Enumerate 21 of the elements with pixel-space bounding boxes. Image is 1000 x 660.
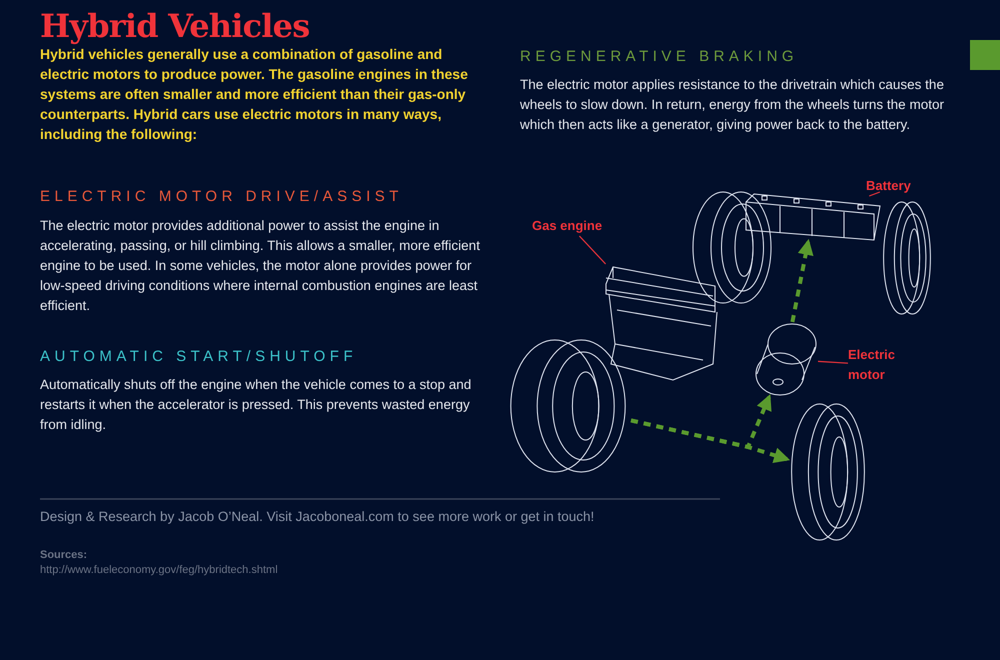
engine-drawing (603, 264, 719, 382)
leader-line (869, 191, 880, 197)
callout-label: Electric motor (848, 345, 910, 385)
callout-label: Battery (866, 176, 926, 196)
source-link: http://www.fueleconomy.gov/feg/hybridtech.shtml (40, 563, 278, 578)
title: Hybrid Vehicles (40, 6, 310, 47)
section-paragraph: The electric motor provides additional power to assist the engine in accelerating, passing, or hill climbing. This allows a smaller, more efficient engine to be used. In some vehicles, the motor alone provides power for low-speed driving conditions where internal combustion engines are least efficient. (40, 217, 481, 315)
intro-paragraph: Hybrid vehicles generally use a combination of gasoline and electric motors to produce power. The gasoline engines in these systems are often smaller and more efficient than their gas-only counterparts. Hybrid cars use electric motors in many ways, including the following: (40, 45, 469, 144)
section-heading: ELECTRIC MOTOR DRIVE/ASSIST (40, 187, 404, 207)
credit-line: Design & Research by Jacob O’Neal. Visit Jacoboneal.com to see more work or get in touch! (40, 508, 596, 526)
section-paragraph: Automatically shuts off the engine when the vehicle comes to a stop and restarts it when the accelerator is pressed. This prevents wasted energy from idling. (40, 376, 472, 434)
sources-heading: Sources: (40, 548, 88, 563)
section-heading: AUTOMATIC START/SHUTOFF (40, 347, 358, 367)
arrow (790, 238, 814, 322)
leader-line (818, 360, 848, 364)
callout-label: Gas engine (532, 216, 608, 236)
leader-line (578, 236, 606, 264)
arrow (630, 394, 772, 450)
section-paragraph: The electric motor applies resistance to the drivetrain which causes the wheels to slow down. In return, energy from the wheels turns the motor which then acts like a generator, giving power back to the battery. (520, 76, 945, 134)
battery-drawing (744, 192, 882, 242)
section-heading: REGENERATIVE BRAKING (520, 47, 800, 67)
